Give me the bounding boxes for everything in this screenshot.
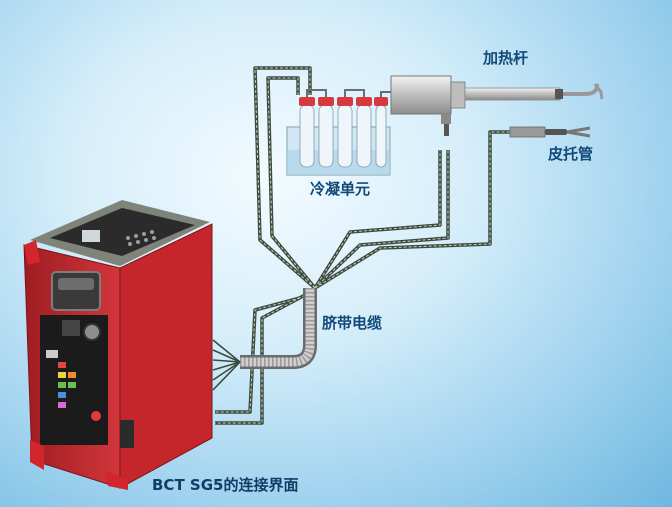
heated-probe-label: 加热杆 xyxy=(483,47,528,68)
umbilical-cable-label: 脐带电缆 xyxy=(322,312,382,333)
condenser-unit xyxy=(287,90,392,175)
pitot-tube-label: 皮托管 xyxy=(548,143,593,164)
bct-sg5-device xyxy=(24,200,212,490)
condenser-unit-label: 冷凝单元 xyxy=(310,178,370,199)
caption-title: BCT SG5的连接界面 xyxy=(152,474,298,495)
heated-probe xyxy=(391,76,602,136)
pitot-tube xyxy=(510,127,590,137)
